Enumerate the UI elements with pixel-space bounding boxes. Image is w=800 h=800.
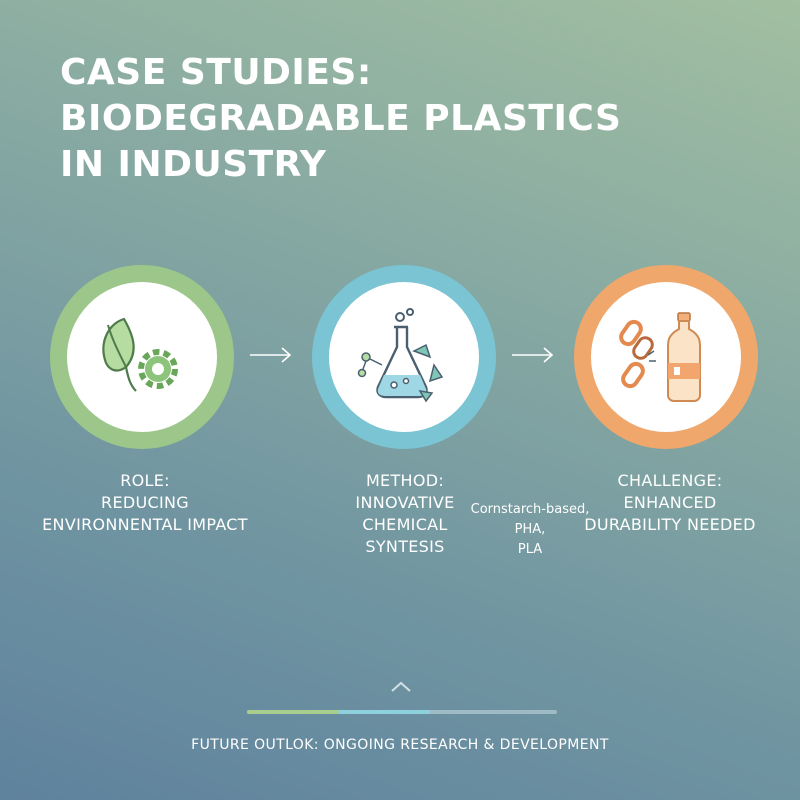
- label-line: SYNTESIS: [365, 537, 445, 556]
- footer-text: FUTURE OUTLOK: ONGOING RESEARCH & DEVELO…: [191, 737, 609, 753]
- chevron-up-icon[interactable]: [389, 680, 413, 694]
- label-line: ENHANCED: [623, 493, 717, 512]
- challenge-circle: [574, 265, 758, 449]
- label-line: INNOVATIVE: [355, 493, 455, 512]
- material-item: PHA,: [514, 522, 546, 537]
- progress-bar: [247, 710, 557, 714]
- label-line: REDUCING: [101, 493, 189, 512]
- materials-note: Cornstarch-based, PHA, PLA: [470, 500, 590, 560]
- material-item: PLA: [517, 542, 543, 557]
- method-circle: [312, 265, 496, 449]
- role-label: ROLE: REDUCING ENVIRONNENTAL IMPACT: [20, 470, 270, 536]
- role-circle: [50, 265, 234, 449]
- label-line: ENVIRONNENTAL IMPACT: [42, 515, 248, 534]
- title-line: BIODEGRADABLE PLASTICS: [60, 98, 622, 139]
- broken-chain-bottle-icon: [619, 312, 701, 402]
- label-line: METHOD:: [365, 471, 445, 490]
- method-label: METHOD: INNOVATIVE CHEMICAL SYNTESIS: [320, 470, 490, 558]
- label-line: CHEMICAL: [362, 515, 448, 534]
- arrow-right-icon: [250, 347, 292, 363]
- label-line: DURABILITY NEEDED: [584, 515, 756, 534]
- page-title: CASE STUDIES: BIODEGRADABLE PLASTICS IN …: [60, 50, 700, 188]
- progress-fill: [247, 710, 430, 714]
- title-line: IN INDUSTRY: [60, 144, 327, 185]
- title-line: CASE STUDIES:: [60, 52, 372, 93]
- flask-recycle-icon: [357, 308, 444, 403]
- arrow-right-icon: [512, 347, 554, 363]
- leaf-gear-icon: [102, 317, 178, 392]
- label-line: ROLE:: [120, 471, 170, 490]
- material-item: Cornstarch-based,: [470, 502, 590, 517]
- challenge-label: CHALLENGE: ENHANCED DURABILITY NEEDED: [570, 470, 770, 536]
- label-line: CHALLENGE:: [617, 471, 723, 490]
